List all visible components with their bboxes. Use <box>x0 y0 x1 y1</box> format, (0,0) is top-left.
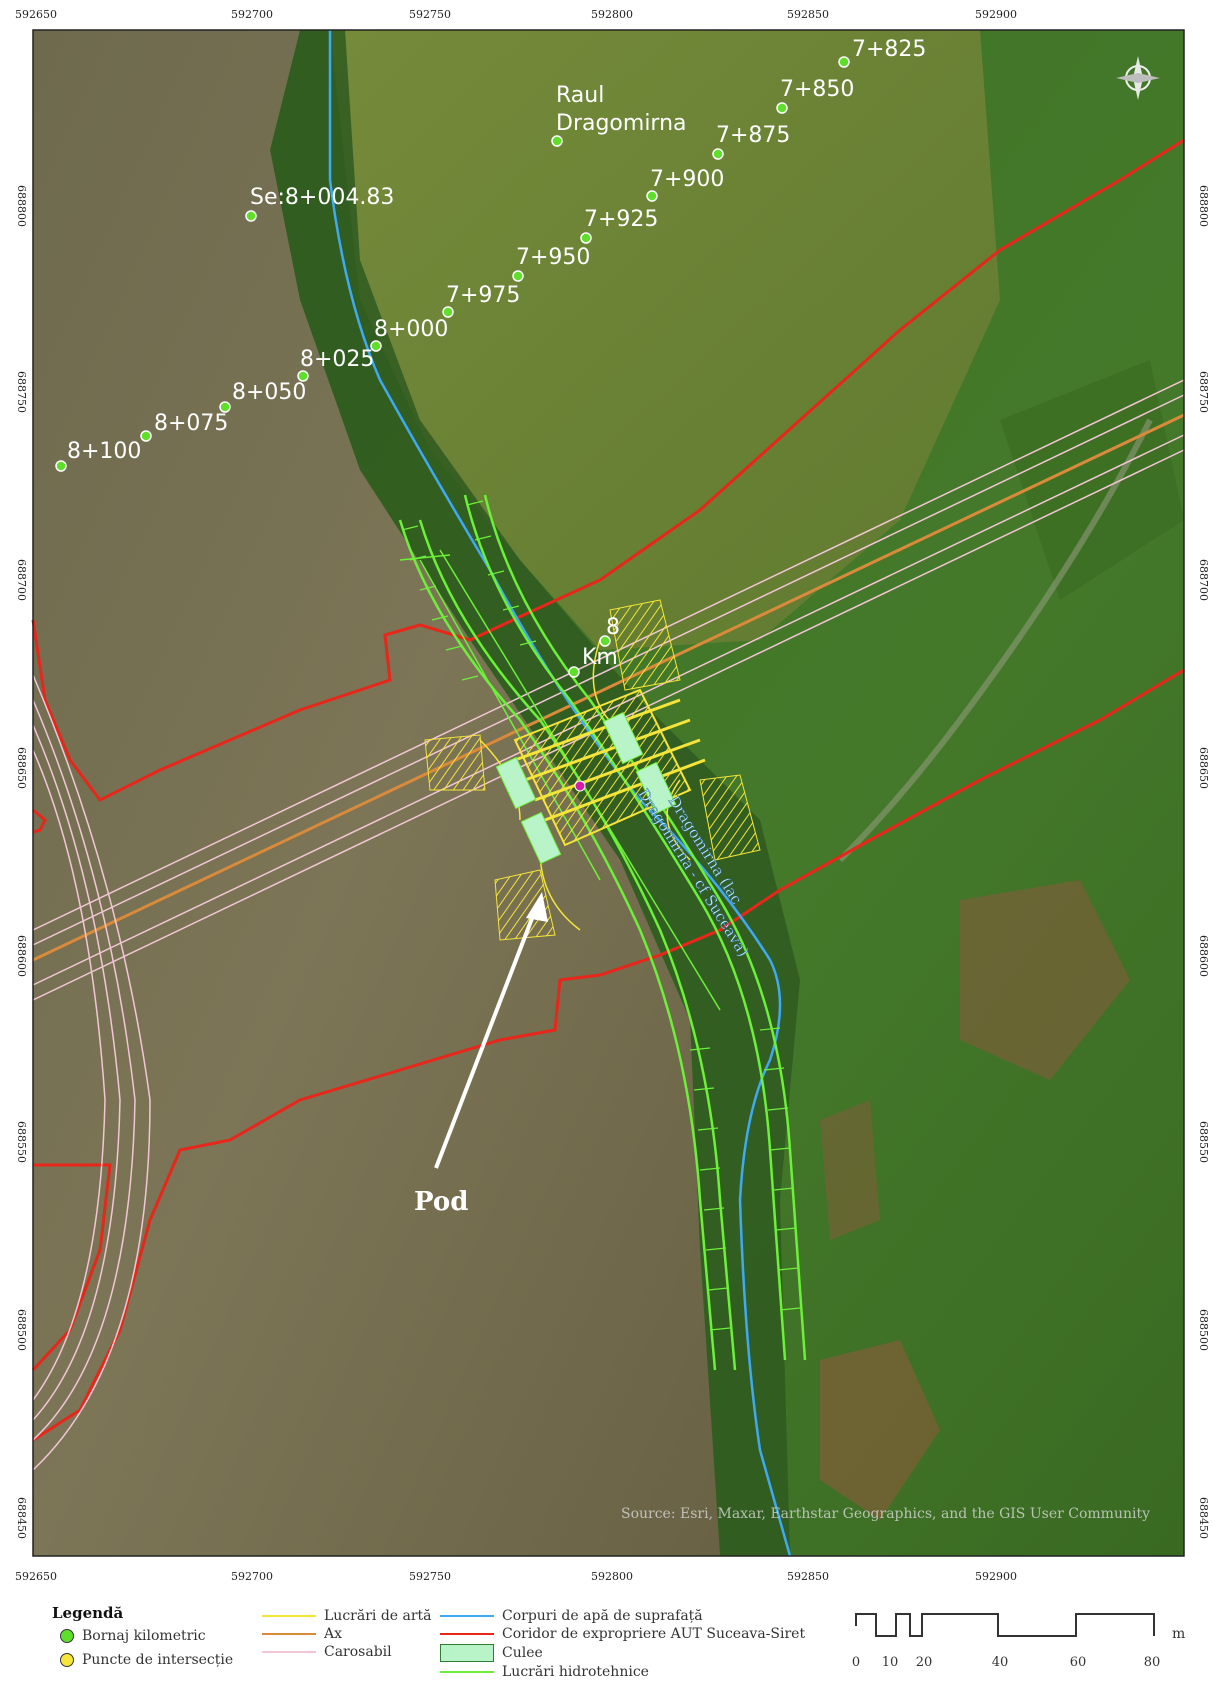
river-label: Raul <box>556 83 604 108</box>
svg-text:688650: 688650 <box>1197 747 1210 789</box>
km-label: Km <box>582 645 618 670</box>
map-svg: 7+825 7+850 7+875 7+900 7+925 7+950 7+97… <box>15 8 1210 1583</box>
svg-text:592800: 592800 <box>591 1570 633 1583</box>
chainage-dots <box>55 56 850 678</box>
legend-item-bornaj: Bornaj kilometric <box>60 1628 206 1644</box>
svg-text:40: 40 <box>992 1655 1009 1670</box>
svg-text:592700: 592700 <box>231 1570 273 1583</box>
legend-item-corpuri-apa: Corpuri de apă de suprafață <box>440 1608 703 1624</box>
svg-text:592900: 592900 <box>975 8 1017 21</box>
svg-text:688650: 688650 <box>15 747 28 789</box>
attribution-text: Source: Esri, Maxar, Earthstar Geographi… <box>621 1506 1150 1522</box>
svg-text:688700: 688700 <box>15 559 28 601</box>
chainage-label: 8+025 <box>300 347 374 372</box>
y-ticks: 688800 688750 688700 688650 688600 68855… <box>15 185 1210 1539</box>
chainage-label: 8+000 <box>374 317 448 342</box>
svg-text:60: 60 <box>1070 1655 1087 1670</box>
red-line-icon <box>440 1633 494 1635</box>
bridge-structures <box>424 599 761 941</box>
km-label: 8 <box>606 615 620 640</box>
svg-text:688750: 688750 <box>1197 371 1210 413</box>
chainage-label: 8+100 <box>67 439 141 464</box>
svg-text:688450: 688450 <box>15 1497 28 1539</box>
chainage-label: 7+950 <box>516 245 590 270</box>
scale-bar: 0 10 20 40 60 80 m <box>852 1613 1185 1670</box>
chainage-label: 7+825 <box>852 37 926 62</box>
chainage-label: 7+850 <box>780 77 854 102</box>
yellow-dot-icon <box>60 1653 74 1667</box>
svg-text:10: 10 <box>882 1655 899 1670</box>
svg-text:688450: 688450 <box>1197 1497 1210 1539</box>
svg-text:688550: 688550 <box>15 1121 28 1163</box>
svg-text:592650: 592650 <box>15 1570 57 1583</box>
pod-callout: Pod <box>414 892 548 1217</box>
station-label: Se:8+004.83 <box>250 185 394 210</box>
svg-text:592650: 592650 <box>15 8 57 21</box>
chainage-label: 7+975 <box>446 283 520 308</box>
legend-item-culee: Culee <box>440 1644 543 1662</box>
legend-item-puncte: Puncte de intersecție <box>60 1652 233 1668</box>
legend-item-hidro: Lucrări hidrotehnice <box>440 1664 649 1680</box>
svg-text:592750: 592750 <box>409 8 451 21</box>
legend-item-ax: Ax <box>262 1626 342 1642</box>
blue-line-icon <box>440 1615 494 1617</box>
chainage-label: 7+900 <box>650 167 724 192</box>
hydro-hatching <box>401 500 801 1331</box>
svg-text:688750: 688750 <box>15 371 28 413</box>
expropriation-corridor <box>31 138 1185 1442</box>
svg-text:80: 80 <box>1144 1655 1161 1670</box>
svg-text:592850: 592850 <box>787 1570 829 1583</box>
svg-text:688600: 688600 <box>1197 935 1210 977</box>
svg-text:688800: 688800 <box>1197 185 1210 227</box>
chainage-label: 8+050 <box>232 380 306 405</box>
legend: Legendă Bornaj kilometric Puncte de inte… <box>0 1600 1216 1686</box>
river-line <box>328 30 792 1557</box>
svg-text:592850: 592850 <box>787 8 829 21</box>
chainage-label: 8+075 <box>154 411 228 436</box>
svg-text:688800: 688800 <box>15 185 28 227</box>
svg-text:592800: 592800 <box>591 8 633 21</box>
svg-text:592900: 592900 <box>975 1570 1017 1583</box>
orange-line-icon <box>262 1633 316 1635</box>
intersection-point <box>574 780 586 792</box>
chainage-labels: 7+825 7+850 7+875 7+900 7+925 7+950 7+97… <box>67 37 926 670</box>
legend-title: Legendă <box>52 1604 124 1622</box>
green-dot-icon <box>60 1629 74 1643</box>
svg-text:m: m <box>1172 1626 1185 1642</box>
svg-text:592750: 592750 <box>409 1570 451 1583</box>
green-line-icon <box>440 1671 494 1673</box>
pod-label: Pod <box>414 1187 468 1217</box>
river-label: Dragomirna <box>556 111 687 136</box>
yellow-line-icon <box>262 1615 316 1617</box>
legend-item-lucrari-arta: Lucrări de artă <box>262 1608 432 1624</box>
legend-item-coridor: Coridor de expropriere AUT Suceava-Siret <box>440 1626 805 1642</box>
legend-item-carosabil: Carosabil <box>262 1644 392 1660</box>
svg-text:0: 0 <box>852 1655 860 1670</box>
svg-text:592700: 592700 <box>231 8 273 21</box>
culee-blocks <box>495 711 677 865</box>
svg-text:688550: 688550 <box>1197 1121 1210 1163</box>
chainage-label: 7+925 <box>584 207 658 232</box>
compass-rose-icon <box>1116 56 1160 100</box>
svg-text:688700: 688700 <box>1197 559 1210 601</box>
svg-text:688500: 688500 <box>1197 1309 1210 1351</box>
culee-swatch-icon <box>440 1644 494 1662</box>
svg-text:688500: 688500 <box>15 1309 28 1351</box>
chainage-label: 7+875 <box>716 123 790 148</box>
svg-text:20: 20 <box>916 1655 933 1670</box>
svg-text:688600: 688600 <box>15 935 28 977</box>
x-ticks: 592650 592700 592750 592800 592850 59290… <box>15 8 1017 1583</box>
pink-line-icon <box>262 1651 316 1653</box>
